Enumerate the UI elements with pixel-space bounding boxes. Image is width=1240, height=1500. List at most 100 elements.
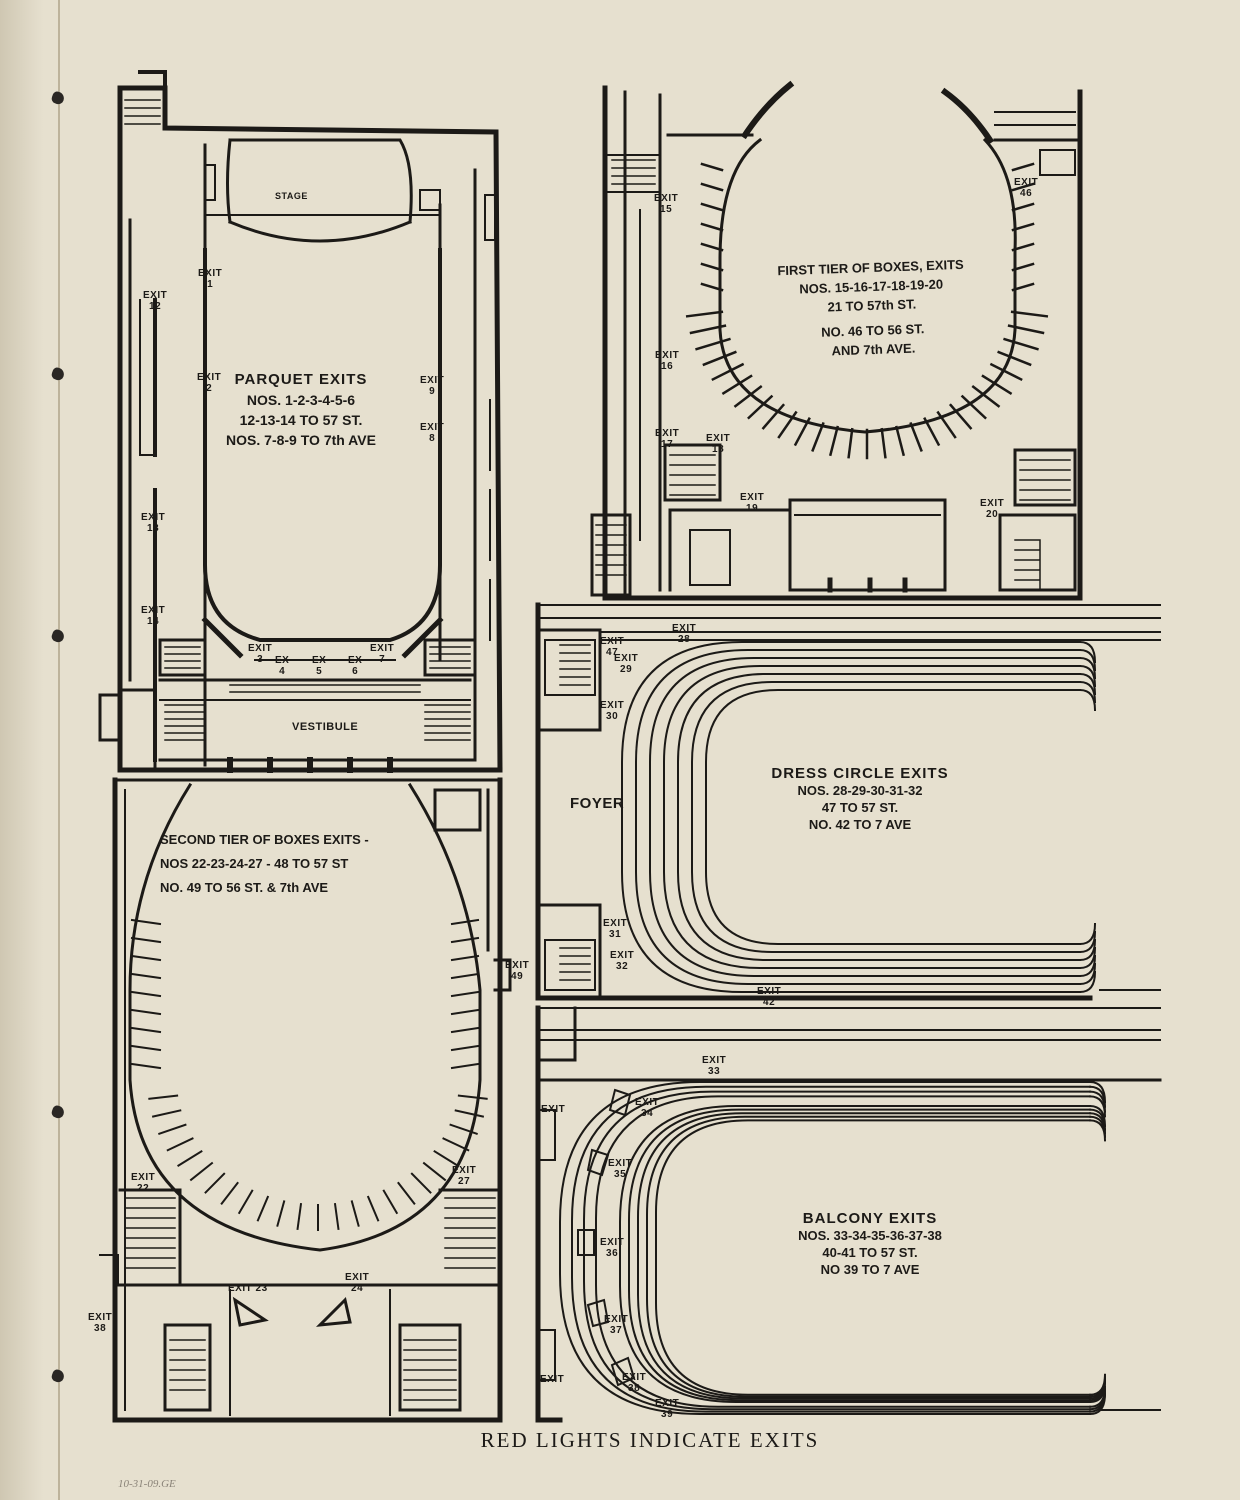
dress-circle-aisle (691, 681, 1081, 953)
exit-word: EXIT (655, 1398, 680, 1409)
dress-circle-aisle (705, 689, 1081, 945)
box-partition (733, 384, 763, 408)
box-partition (700, 202, 724, 212)
balcony-aisle-end (1088, 1104, 1107, 1404)
foyer-label: FOYER (570, 795, 625, 812)
exit-number: 8 (429, 433, 436, 444)
box-partition (689, 324, 727, 335)
exit-word: EXIT (702, 1055, 727, 1066)
exit-number: 28 (678, 634, 691, 645)
balcony-aisle-end (1088, 1112, 1107, 1400)
exit-word: EXIT (980, 498, 1005, 509)
box-partition (333, 1202, 340, 1231)
box-partition (777, 410, 798, 439)
binding-fold (58, 0, 60, 1500)
exit-word: EXIT (655, 428, 680, 439)
exit-number: 5 (316, 666, 323, 677)
box-partition (454, 1109, 485, 1118)
box-partition (1011, 282, 1035, 292)
box-partition (450, 1044, 480, 1052)
box-partition (1011, 202, 1035, 212)
box-partition (923, 417, 941, 447)
balcony-aisle (628, 1108, 1091, 1402)
exit-word: EXIT (141, 605, 166, 616)
exit-word: EXIT (614, 653, 639, 664)
box-partition (189, 1161, 214, 1182)
balcony-legend: BALCONY EXITS NOS. 33-34-35-36-37-38 40-… (770, 1210, 970, 1278)
exit-word: EXIT (505, 960, 530, 971)
exit-word: EXIT (600, 1237, 625, 1248)
box-partition (457, 1094, 488, 1100)
exit-number: 42 (763, 997, 776, 1008)
box-partition (410, 1172, 432, 1194)
box-partition (158, 1123, 187, 1136)
box-partition (700, 262, 724, 272)
exit-number: 33 (708, 1066, 721, 1077)
balcony-line-1: NOS. 33-34-35-36-37-38 (798, 1228, 942, 1243)
exit-number: 29 (620, 664, 633, 675)
balcony-aisle (595, 1095, 1091, 1408)
exit-number: 38 (628, 1383, 641, 1394)
exit-number: 12 (149, 301, 162, 312)
box-partition (220, 1181, 239, 1206)
balcony-aisle-end (1088, 1108, 1107, 1402)
second-tier-line-1: NOS 22-23-24-27 - 48 TO 57 ST (160, 856, 349, 871)
exit-word: EX (312, 655, 327, 666)
balcony-exit-marker: EXIT (540, 1374, 564, 1385)
box-partition (1007, 324, 1045, 335)
box-partition (151, 1109, 182, 1118)
balcony-aisle (571, 1085, 1091, 1413)
dress-circle-aisle-end (1078, 672, 1097, 962)
stage-label: STAGE (275, 191, 308, 201)
exit-word: EXIT (88, 1312, 113, 1323)
box-partition (449, 1123, 478, 1136)
exit-number: 18 (712, 444, 725, 455)
exit-word: EXIT (345, 1272, 370, 1283)
box-partition (894, 425, 906, 457)
exit-word: EXIT (420, 422, 445, 433)
box-partition (130, 918, 162, 926)
balcony-aisle-end (1088, 1115, 1107, 1398)
exit-word: EXIT (600, 636, 625, 647)
box-partition (450, 1026, 480, 1034)
dress-circle-plan (535, 602, 1161, 1001)
exit-number: 17 (661, 439, 674, 450)
exit-word: EX (348, 655, 363, 666)
exit-word: EXIT (610, 950, 635, 961)
exit-word: EXIT (608, 1158, 633, 1169)
exit-word: EXIT (541, 1104, 566, 1115)
exit-word: EXIT (604, 1314, 629, 1325)
exit-word: EX (275, 655, 290, 666)
second-tier-exit-marker: EXIT 23 (228, 1283, 268, 1294)
box-partition (828, 425, 840, 457)
exit-word: EXIT (143, 290, 168, 301)
dress-circle-line-3: NO. 42 TO 7 AVE (808, 817, 912, 832)
box-partition (1011, 182, 1035, 192)
exit-word: EXIT (603, 918, 628, 929)
balcony-aisle-end (1088, 1085, 1107, 1413)
balcony-aisle (646, 1115, 1091, 1398)
box-partition (422, 1161, 447, 1182)
exit-number: 35 (614, 1169, 627, 1180)
exit-word: EXIT (198, 268, 223, 279)
box-partition (450, 1062, 480, 1070)
exit-number: 15 (660, 204, 673, 215)
first-tier-plan (590, 80, 1083, 601)
box-partition (130, 990, 162, 998)
box-partition (130, 1062, 162, 1070)
